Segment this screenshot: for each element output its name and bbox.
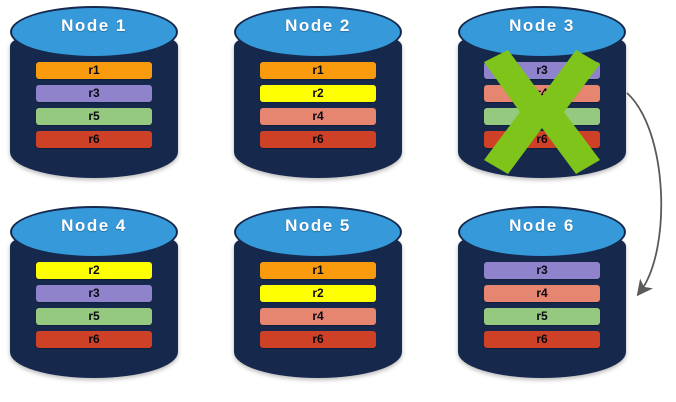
cylinder-top (10, 206, 178, 258)
record-list: r2 r3 r5 r6 (36, 262, 152, 348)
cylinder-top (458, 206, 626, 258)
record-bar-r3[interactable]: r3 (484, 62, 600, 79)
record-bar-r2[interactable]: r2 (260, 85, 376, 102)
record-bar-r1[interactable]: r1 (260, 62, 376, 79)
record-bar-r4[interactable]: r4 (484, 85, 600, 102)
record-bar-r2[interactable]: r2 (36, 262, 152, 279)
record-bar-r1[interactable]: r1 (260, 262, 376, 279)
record-list: r3 r4 r5 r6 (484, 262, 600, 348)
node-label: Node 6 (509, 216, 575, 235)
record-list: r1 r2 r4 r6 (260, 262, 376, 348)
node-4[interactable]: Node 4 r2 r3 r5 r6 (10, 206, 178, 388)
node-2[interactable]: Node 2 r1 r2 r4 r6 (234, 6, 402, 188)
node-1[interactable]: Node 1 r1 r3 r5 r6 (10, 6, 178, 188)
record-bar-r3[interactable]: r3 (36, 85, 152, 102)
node-label: Node 1 (61, 16, 127, 35)
record-bar-r2[interactable]: r2 (260, 285, 376, 302)
record-bar-r4[interactable]: r4 (260, 308, 376, 325)
record-list: r1 r2 r4 r6 (260, 62, 376, 148)
record-bar-r4[interactable]: r4 (260, 108, 376, 125)
record-bar-r5[interactable]: r5 (484, 308, 600, 325)
cylinder-top (10, 6, 178, 58)
node-label: Node 5 (285, 216, 351, 235)
node-3[interactable]: Node 3 r3 r4 r5 r6 (458, 6, 626, 188)
record-list: r1 r3 r5 r6 (36, 62, 152, 148)
record-bar-r3[interactable]: r3 (36, 285, 152, 302)
record-bar-r6[interactable]: r6 (36, 131, 152, 148)
record-bar-r1[interactable]: r1 (36, 62, 152, 79)
node-6[interactable]: Node 6 r3 r4 r5 r6 (458, 206, 626, 388)
node-label: Node 3 (509, 16, 575, 35)
record-bar-r5[interactable]: r5 (36, 108, 152, 125)
record-bar-r6[interactable]: r6 (484, 131, 600, 148)
record-bar-r6[interactable]: r6 (484, 331, 600, 348)
record-bar-r4[interactable]: r4 (484, 285, 600, 302)
record-bar-r5[interactable]: r5 (36, 308, 152, 325)
record-bar-r6[interactable]: r6 (36, 331, 152, 348)
node-label: Node 2 (285, 16, 351, 35)
record-bar-r6[interactable]: r6 (260, 331, 376, 348)
record-list: r3 r4 r5 r6 (484, 62, 600, 148)
node-label: Node 4 (61, 216, 127, 235)
record-bar-r3[interactable]: r3 (484, 262, 600, 279)
record-bar-r5[interactable]: r5 (484, 108, 600, 125)
cylinder-top (234, 206, 402, 258)
cylinder-top (234, 6, 402, 58)
record-bar-r6[interactable]: r6 (260, 131, 376, 148)
node-5[interactable]: Node 5 r1 r2 r4 r6 (234, 206, 402, 388)
